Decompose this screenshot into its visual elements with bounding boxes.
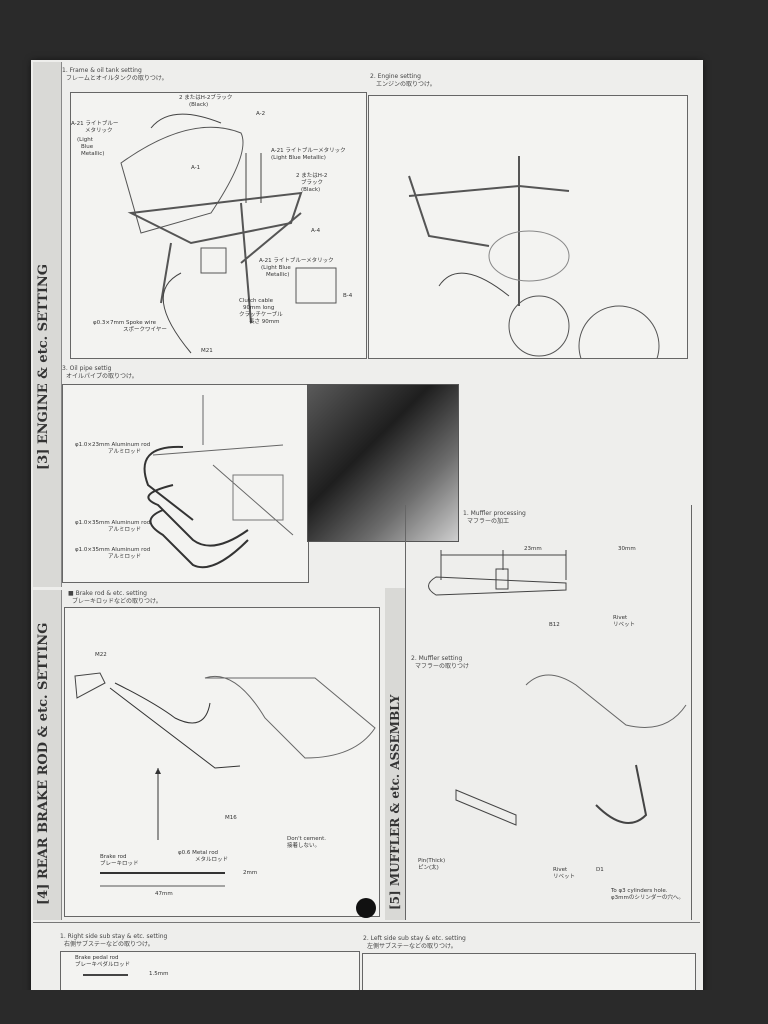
label-dim-len: 47mm [155, 891, 173, 897]
label: A-2 [256, 111, 266, 117]
label: 2 またはH-2ブラック [179, 95, 233, 101]
label: φ1.0×35mm Aluminum rod [75, 520, 151, 526]
brake-pedal-rod-jp: ブレーキペダルロッド [75, 962, 131, 968]
label: アルミロッド [108, 554, 141, 560]
muffler1-caption-jp: マフラーの加工 [467, 518, 510, 525]
muffler-drawing [428, 550, 687, 826]
section-band-engine [33, 62, 62, 587]
label: 2 またはH-2 [296, 173, 328, 179]
brake-caption-en: ■ Brake rod & etc. setting [68, 590, 147, 597]
rivet2-jp: リベット [553, 874, 576, 880]
step1-caption-en: 1. Frame & oil tank setting [62, 67, 142, 74]
section-title-brake: [4] REAR BRAKE ROD & etc. SETTING [36, 622, 51, 905]
label: (Black) [189, 102, 209, 108]
label: 90mm long [243, 305, 275, 311]
label: (Light Blue Metallic) [271, 155, 326, 161]
frame-oil-tank-diagram: 2 またはH-2ブラック (Black) A-2 A-21 ライトブルー メタリ… [70, 92, 367, 359]
muffler1-caption-en: 1. Muffler processing [463, 510, 526, 517]
engine-drawing [408, 156, 660, 358]
oil-pipe-diagram: φ1.0×23mm Aluminum rod アルミロッド φ1.0×35mm … [62, 384, 309, 583]
dim-b: 30mm [618, 546, 636, 552]
label: (Light [77, 137, 93, 143]
muffler2-caption-en: 2. Muffler setting [411, 655, 463, 662]
dim-1-5: 1.5mm [149, 971, 169, 977]
label: φ0.3×7mm Spoke wire [93, 320, 156, 326]
bottom1-caption-jp: 右側サブステーなどの取りつけ。 [64, 941, 154, 948]
label: φ1.0×35mm Aluminum rod [75, 547, 151, 553]
rod-drawing [83, 974, 128, 976]
bottom2-caption-en: 2. Left side sub stay & etc. setting [363, 935, 466, 942]
label: 長さ 90mm [249, 319, 280, 325]
rivet-jp: リベット [613, 622, 636, 628]
label: Metallic) [266, 272, 290, 278]
label-rod-en: φ0.6 Metal rod [178, 850, 219, 856]
brake-drawing [74, 672, 376, 887]
hole-en: To φ3 cylinders hole. [611, 888, 668, 894]
seal-mark [356, 898, 376, 918]
label-m16: M16 [225, 815, 237, 821]
label: A-1 [191, 165, 201, 171]
label: A-21 ライトブルー [71, 121, 119, 127]
frame-drawing [120, 113, 337, 354]
rivet2-en: Rivet [553, 867, 568, 873]
label: スポークワイヤー [123, 327, 167, 333]
bottom1-caption-en: 1. Right side sub stay & etc. setting [60, 933, 168, 940]
label: Blue [81, 144, 94, 150]
section-band-brake [33, 590, 62, 920]
label-rod-jp: メタルロッド [195, 857, 229, 863]
hole-jp: φ3mmのシリンダーの穴へ。 [611, 895, 684, 901]
divider [33, 922, 700, 923]
part-d1: D1 [596, 867, 604, 873]
label-brake-rod-en: Brake rod [100, 854, 127, 860]
step2-caption-en: 2. Engine setting [370, 73, 421, 80]
label: クラッチケーブル [239, 312, 283, 318]
section-title-engine: [3] ENGINE & etc. SETTING [36, 264, 51, 470]
label: (Light Blue [261, 265, 291, 271]
label-dont-cement-jp: 接着しない。 [287, 843, 321, 849]
step3-caption-jp: オイルパイプの取りつけ。 [66, 373, 138, 380]
label-m22: M22 [95, 652, 107, 658]
step2-caption-jp: エンジンの取りつけ。 [376, 81, 436, 88]
muffler2-caption-jp: マフラーの取りつけ [415, 663, 470, 670]
dim-a: 23mm [524, 546, 542, 552]
table-surface [0, 990, 768, 1024]
label: アルミロッド [108, 527, 141, 533]
muffler-panel: 23mm 30mm B12 Rivet リベット 2. Muffler sett… [405, 505, 692, 920]
brake-rod-diagram: M22 M16 Don't cement. 接着しない。 φ0.6 Metal … [64, 607, 380, 917]
label: A-4 [311, 228, 321, 234]
label: アルミロッド [108, 449, 141, 455]
step3-caption-en: 3. Oil pipe settig [62, 365, 112, 372]
section-title-muffler: [5] MUFFLER & etc. ASSEMBLY [388, 694, 402, 910]
brake-caption-jp: ブレーキロッドなどの取りつけ。 [72, 598, 162, 605]
step1-caption-jp: フレームとオイルタンクの取りつけ。 [66, 75, 168, 82]
engine-setting-diagram [368, 95, 688, 359]
label: A-21 ライトブルーメタリック [259, 258, 334, 264]
label: M21 [201, 348, 213, 354]
label-dim-bend: 2mm [243, 870, 258, 876]
engine-photo [307, 384, 459, 542]
label-dont-cement-en: Don't cement. [287, 836, 327, 842]
label: ブラック [301, 180, 324, 186]
brake-pedal-rod-en: Brake pedal rod [75, 955, 119, 961]
pin-en: Pin(Thick) [418, 858, 446, 864]
oil-pipe-drawing [143, 395, 294, 569]
pin-jp: ピン(太) [418, 865, 439, 871]
label: メタリック [85, 128, 113, 134]
bottom2-caption-jp: 左側サブステーなどの取りつけ。 [367, 943, 457, 950]
label: (Black) [301, 187, 321, 193]
label: A-21 ライトブルーメタリック [271, 148, 346, 154]
label: Metallic) [81, 151, 105, 157]
label: φ1.0×23mm Aluminum rod [75, 442, 151, 448]
label: Clutch cable [239, 298, 274, 304]
rivet-en: Rivet [613, 615, 628, 621]
label: B-4 [343, 293, 353, 299]
label-brake-rod-jp: ブレーキロッド [100, 861, 139, 867]
part-b12: B12 [549, 622, 560, 628]
